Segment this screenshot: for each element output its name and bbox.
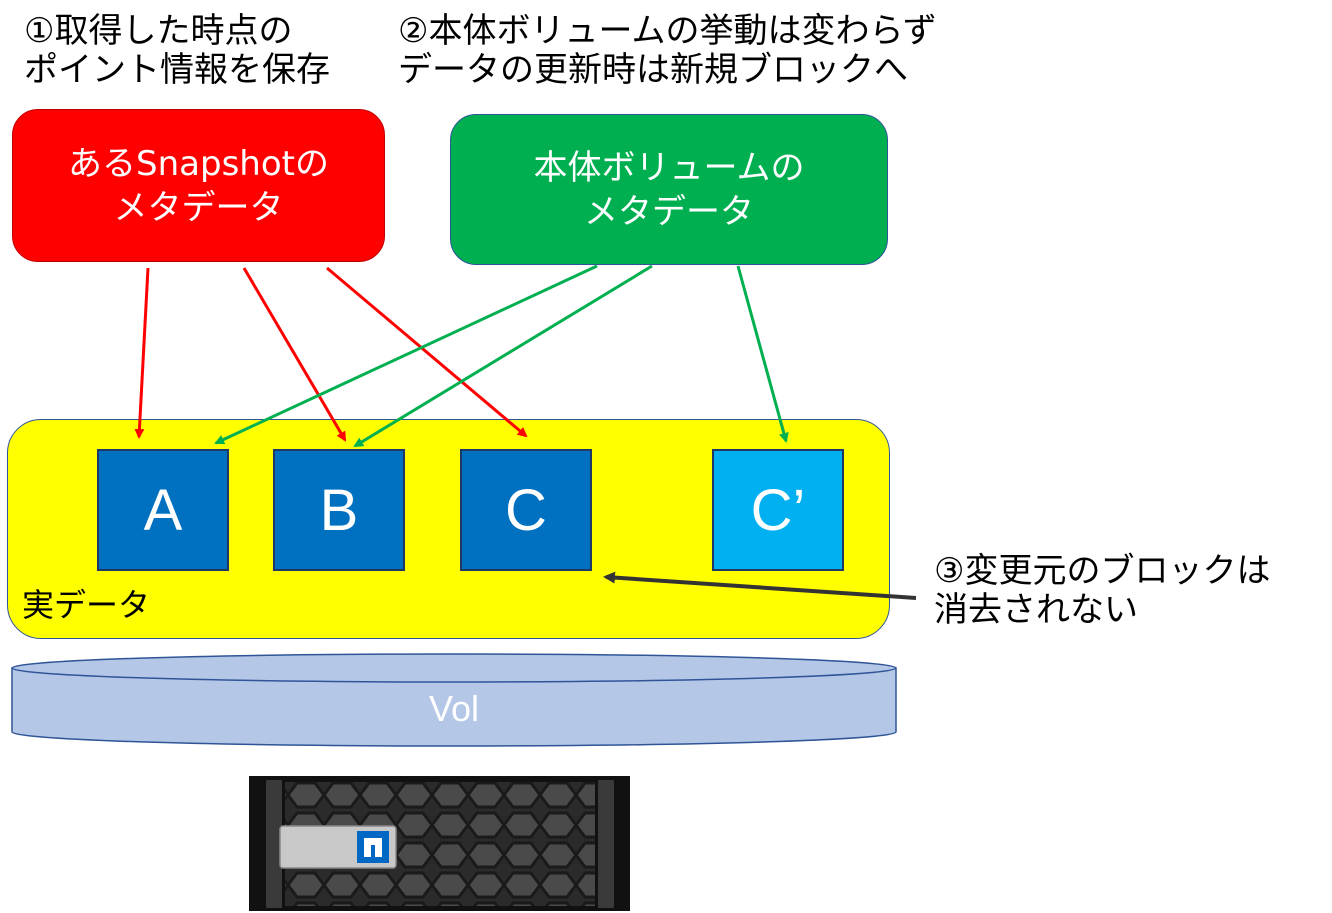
- note-line: ③変更元のブロックは: [934, 551, 1271, 591]
- note-line: 消去されない: [934, 590, 1138, 630]
- volume-metadata-box: 本体ボリュームの メタデータ: [450, 114, 888, 265]
- volume-label: Vol: [428, 688, 480, 729]
- snapshot-metadata-line2: メタデータ: [113, 187, 284, 228]
- block-a: A: [97, 449, 229, 571]
- snapshot-metadata-line1: あるSnapshotの: [68, 143, 329, 184]
- volume-disk: [11, 653, 897, 747]
- note-line: ①取得した時点の: [24, 11, 293, 51]
- data-area-label: 実データ: [22, 586, 151, 624]
- block-c: C: [460, 449, 592, 571]
- volume-metadata-line2: メタデータ: [584, 191, 754, 232]
- note-volume-behavior: ②本体ボリュームの挙動は変わらず データの更新時は新規ブロックへ: [398, 12, 937, 90]
- snapshot-metadata-box: あるSnapshotの メタデータ: [12, 109, 385, 262]
- note-line: ②本体ボリュームの挙動は変わらず: [398, 11, 937, 51]
- volume-metadata-line1: 本体ボリュームの: [533, 147, 805, 188]
- note-point-in-time: ①取得した時点の ポイント情報を保存: [24, 12, 330, 90]
- note-line: ポイント情報を保存: [24, 50, 330, 90]
- storage-array-icon: [249, 776, 630, 911]
- block-b: B: [273, 449, 405, 571]
- note-block-retained: ③変更元のブロックは 消去されない: [934, 552, 1270, 630]
- note-line: データの更新時は新規ブロックへ: [398, 50, 908, 90]
- block-c-prime: C’: [712, 449, 844, 571]
